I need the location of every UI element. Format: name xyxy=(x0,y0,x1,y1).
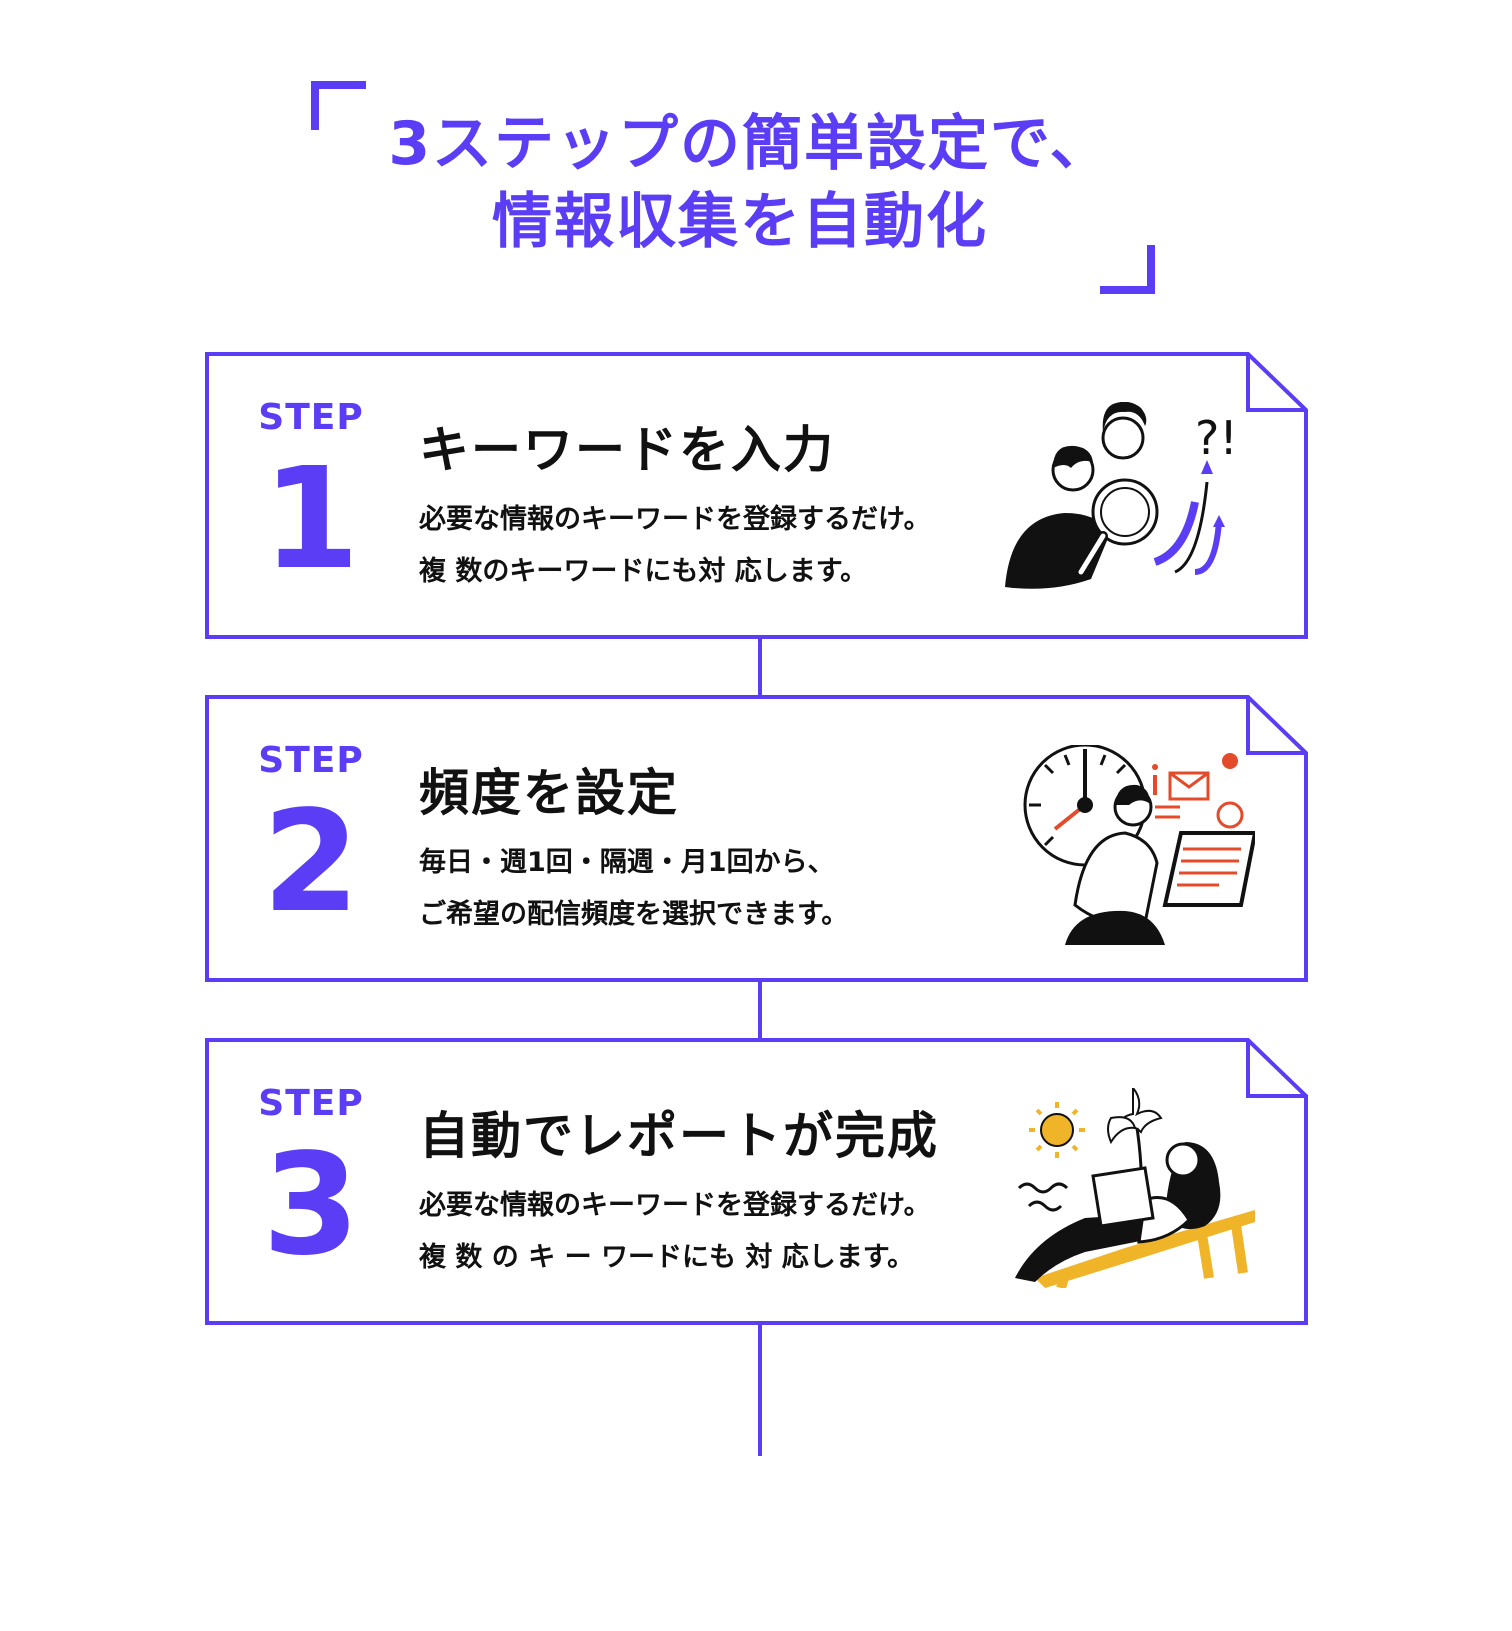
heading-section: 3ステップの簡単設定で、 情報収集を自動化 xyxy=(0,0,1512,300)
page-title: 3ステップの簡単設定で、 情報収集を自動化 xyxy=(330,105,1170,261)
card-frame xyxy=(205,1038,1308,1325)
people-magnifier-illustration: ?! xyxy=(1005,402,1238,589)
step-number: 1 xyxy=(262,438,360,601)
page-title-line-1: 3ステップの簡単設定で、 xyxy=(388,109,1112,179)
clock-laptop-illustration xyxy=(1023,745,1255,945)
step-card-2: STEP 2 頻度を設定 毎日・週1回・隔週・月1回から、 ご希望の配信頻度を選… xyxy=(205,695,1308,982)
step-description: 毎日・週1回・隔週・月1回から、 ご希望の配信頻度を選択できます。 xyxy=(419,837,848,941)
step-description-line-2: ご希望の配信頻度を選択できます。 xyxy=(419,899,849,930)
step-label: STEP xyxy=(258,397,364,438)
step-label: STEP xyxy=(258,1083,364,1124)
card-frame xyxy=(205,695,1308,982)
step-description-line-1: 必要な情報のキーワードを登録するだけ。 xyxy=(419,504,931,535)
step-description-line-1: 毎日・週1回・隔週・月1回から、 xyxy=(419,847,835,878)
step-description-line-1: 必要な情報のキーワードを登録するだけ。 xyxy=(419,1190,931,1221)
bracket-close-decoration xyxy=(1100,245,1155,294)
step-description: 必要な情報のキーワードを登録するだけ。 複 数 の キ ー ワードにも 対 応し… xyxy=(419,1180,931,1284)
bracket-open-decoration xyxy=(311,81,366,130)
step-description-line-2: 複 数 の キ ー ワードにも 対 応します。 xyxy=(419,1242,915,1273)
connector-line xyxy=(758,980,762,1038)
connector-line xyxy=(758,637,762,695)
step-title: キーワードを入力 xyxy=(419,421,835,479)
step-number: 3 xyxy=(262,1124,360,1287)
step-title: 頻度を設定 xyxy=(419,764,679,822)
beach-relax-illustration xyxy=(1015,1088,1255,1288)
page-title-line-2: 情報収集を自動化 xyxy=(492,187,988,257)
step-title: 自動でレポートが完成 xyxy=(419,1107,939,1165)
svg-text:?!: ?! xyxy=(1195,411,1238,465)
step-number: 2 xyxy=(262,781,360,944)
step-card-3: STEP 3 自動でレポートが完成 必要な情報のキーワードを登録するだけ。 複 … xyxy=(205,1038,1308,1325)
connector-line xyxy=(758,1323,762,1456)
step-description: 必要な情報のキーワードを登録するだけ。 複 数のキーワードにも対 応します。 xyxy=(419,494,931,598)
step-description-line-2: 複 数のキーワードにも対 応します。 xyxy=(419,556,868,587)
step-label: STEP xyxy=(258,740,364,781)
step-card-1: STEP 1 キーワードを入力 必要な情報のキーワードを登録するだけ。 複 数の… xyxy=(205,352,1308,639)
